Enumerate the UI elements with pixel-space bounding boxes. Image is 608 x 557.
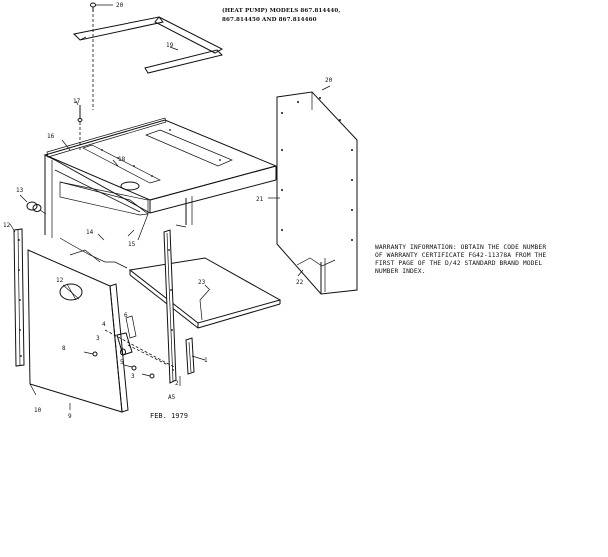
model-header: (HEAT PUMP) MODELS 867.814440, 867.81445… — [222, 7, 372, 25]
revision-date: FEB. 1979 — [150, 412, 188, 420]
label-4: 4 — [102, 321, 106, 328]
warranty-information: WARRANTY INFORMATION: OBTAIN THE CODE NU… — [375, 244, 607, 276]
model-header-line-2: 867.814450 AND 867.814460 — [222, 17, 317, 23]
label-8: 8 — [62, 345, 66, 352]
latch-assembly — [83, 315, 177, 379]
back-panel — [276, 85, 358, 295]
label-3-upper: 3 — [96, 335, 100, 342]
label-16: 16 — [47, 133, 55, 140]
label-1: 1 — [204, 357, 208, 364]
label-22: 22 — [296, 279, 304, 286]
screw-top — [90, 2, 113, 110]
label-3-lower: 3 — [131, 373, 135, 380]
label-a5: A5 — [168, 394, 176, 401]
front-post — [163, 224, 187, 384]
label-15: 15 — [128, 241, 136, 248]
label-14: 14 — [86, 229, 94, 236]
label-19: 19 — [166, 42, 174, 49]
label-20-right: 20 — [325, 77, 333, 84]
warranty-line-3: FIRST PAGE OF THE D/42 STANDARD BRAND MO… — [375, 260, 543, 267]
label-9: 9 — [68, 413, 72, 420]
warranty-line-4: NUMBER INDEX. — [375, 268, 426, 275]
small-bracket — [185, 337, 206, 375]
label-5: 5 — [120, 359, 124, 366]
model-header-line-1: (HEAT PUMP) MODELS 867.814440, — [222, 8, 341, 14]
cabinet-base — [128, 257, 282, 329]
warranty-line-2: OF WARRANTY CERTIFICATE FG42-11378A FROM… — [375, 252, 547, 259]
label-2: 2 — [175, 380, 179, 387]
label-10: 10 — [34, 407, 42, 414]
label-6: 6 — [124, 312, 128, 319]
label-23: 23 — [198, 279, 206, 286]
part-number-labels: 20 19 20 17 16 18 21 13 12 14 15 12 23 2… — [3, 2, 333, 420]
leader-lines — [9, 46, 304, 410]
label-21: 21 — [256, 196, 264, 203]
top-frame — [72, 16, 224, 74]
front-panel — [27, 249, 129, 413]
screw-17 — [75, 100, 83, 150]
label-18: 18 — [118, 156, 126, 163]
knob — [26, 201, 47, 215]
side-strip — [13, 228, 25, 367]
label-13: 13 — [16, 187, 24, 194]
cabinet-top — [43, 117, 278, 214]
label-12-panel: 12 — [56, 277, 64, 284]
label-20-top: 20 — [116, 2, 124, 9]
warranty-line-1: WARRANTY INFORMATION: OBTAIN THE CODE NU… — [375, 244, 547, 251]
label-12-left: 12 — [3, 222, 11, 229]
cabinet-frame — [44, 154, 193, 269]
label-17: 17 — [73, 98, 81, 105]
